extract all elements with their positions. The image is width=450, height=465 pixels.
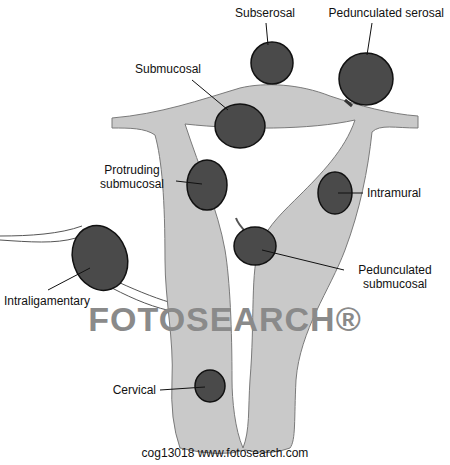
fibroid — [251, 42, 293, 84]
fibroid — [63, 218, 136, 298]
callout-label: Protruding submucosal — [92, 163, 172, 191]
callout-label: Pedunculated serosal — [329, 6, 444, 20]
leader-line — [48, 268, 90, 290]
uterine-cavity — [185, 120, 355, 448]
callout-label: Submucosal — [135, 62, 201, 76]
fibroid — [339, 53, 393, 105]
fibroid — [215, 104, 265, 148]
leader-line — [266, 23, 268, 45]
leader-line — [192, 80, 228, 110]
image-code: cog13018 www.fotosearch.com — [142, 446, 309, 460]
callout-label: Intramural — [367, 186, 421, 200]
watermark: FOTOSEARCH® — [88, 300, 361, 338]
callout-label: Subserosal — [235, 6, 295, 20]
callout-label: Cervical — [113, 383, 156, 397]
leader-line — [160, 387, 205, 390]
callout-label: Pedunculated submucosal — [349, 263, 441, 291]
leader-line — [338, 193, 363, 194]
fibroid — [187, 160, 227, 210]
callout-label: Intraligamentary — [4, 294, 90, 308]
ligament-line — [0, 238, 76, 242]
leader-line — [262, 250, 344, 270]
ligament-line — [0, 226, 82, 236]
leader-line — [176, 181, 202, 184]
leader-line — [367, 23, 372, 55]
fibroid — [195, 370, 225, 402]
fibroid — [234, 227, 276, 265]
